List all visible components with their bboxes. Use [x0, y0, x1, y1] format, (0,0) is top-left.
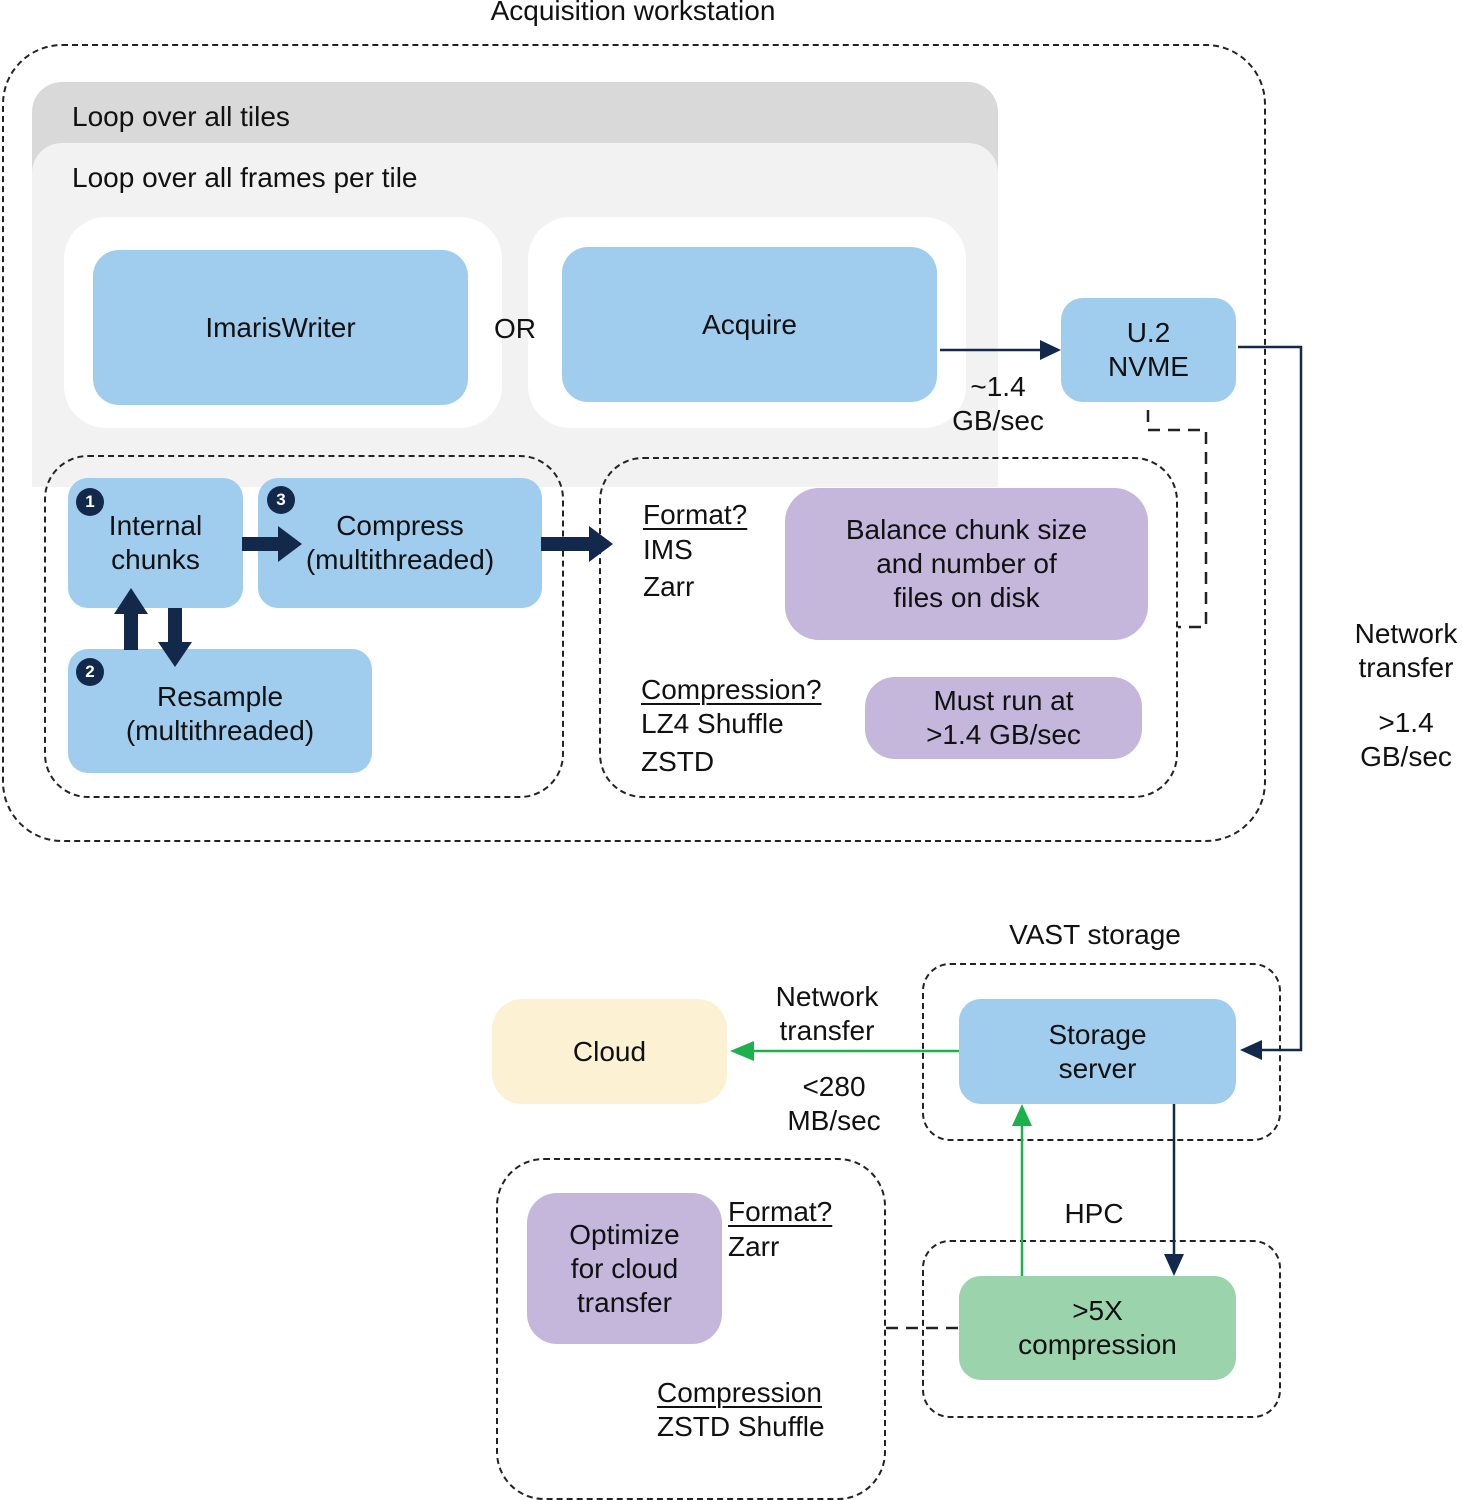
- resample-to-chunks-arrow: [114, 588, 148, 650]
- cloud-format-value: Zarr: [728, 1231, 780, 1262]
- compress-box: Compress (multithreaded): [258, 478, 542, 608]
- compression-heading: Compression?: [641, 674, 822, 705]
- resample-box: Resample (multithreaded): [68, 649, 372, 773]
- cloud-compression-heading: Compression: [657, 1377, 822, 1408]
- nvme-rate-label: ~1.4 GB/sec: [952, 371, 1044, 436]
- hpc-to-storage-arrow: [1012, 1104, 1032, 1276]
- nvme-to-storage-arrow: [1238, 345, 1303, 1060]
- cloud-format-heading: Format?: [728, 1196, 833, 1227]
- cloud-box: Cloud: [492, 999, 727, 1104]
- acquire-box: Acquire: [562, 247, 937, 402]
- frames-loop-label: Loop over all frames per tile: [72, 162, 418, 193]
- storage-server-box: Storage server: [959, 999, 1236, 1104]
- vast-storage-title: VAST storage: [1009, 919, 1181, 950]
- workstation-boundary: [2, 44, 1266, 842]
- step-3-badge: 3: [267, 486, 295, 514]
- or-label: OR: [494, 313, 536, 344]
- optimize-cloud-note: Optimize for cloud transfer: [527, 1193, 722, 1344]
- chunks-to-resample-arrow: [158, 608, 192, 667]
- network-transfer-label: Network transfer: [1354, 618, 1458, 683]
- step-1-badge: 1: [76, 488, 104, 516]
- balance-chunk-note: Balance chunk size and number of files o…: [785, 488, 1148, 640]
- hpc-region: [922, 1240, 1281, 1418]
- processing-region: [44, 455, 564, 798]
- compression-option-lz4: LZ4 Shuffle: [641, 708, 784, 739]
- tiles-loop-label: Loop over all tiles: [72, 101, 290, 132]
- cloud-compression-value: ZSTD Shuffle: [657, 1411, 825, 1442]
- cloud-optimization-region: [496, 1158, 886, 1500]
- nvme-format-dashed-link: [1146, 410, 1208, 629]
- compression-option-zstd: ZSTD: [641, 746, 715, 777]
- speed-requirement-note: Must run at >1.4 GB/sec: [865, 677, 1142, 759]
- chunks-to-compress-arrow: [242, 526, 302, 562]
- hpc-title: HPC: [1064, 1198, 1124, 1229]
- acquire-to-nvme-arrow: [940, 340, 1061, 360]
- storage-to-hpc-arrow: [1164, 1104, 1184, 1276]
- format-option-ims: IMS: [643, 534, 693, 565]
- storage-to-cloud-arrow: [730, 1041, 959, 1061]
- step-2-badge: 2: [76, 658, 104, 686]
- nvme-box: U.2 NVME: [1061, 298, 1236, 402]
- hpc-compression-box: >5X compression: [959, 1276, 1236, 1380]
- cloud-transfer-rate: <280 MB/sec: [787, 1071, 881, 1136]
- network-transfer-rate: >1.4 GB/sec: [1360, 707, 1452, 772]
- format-option-zarr: Zarr: [643, 571, 695, 602]
- format-heading: Format?: [643, 499, 748, 530]
- format-decision-region: [599, 457, 1178, 798]
- workstation-title: Acquisition workstation: [490, 0, 776, 26]
- imariswriter-box: ImarisWriter: [93, 250, 468, 405]
- cloud-transfer-label: Network transfer: [775, 981, 879, 1046]
- compress-to-format-arrow: [541, 526, 613, 562]
